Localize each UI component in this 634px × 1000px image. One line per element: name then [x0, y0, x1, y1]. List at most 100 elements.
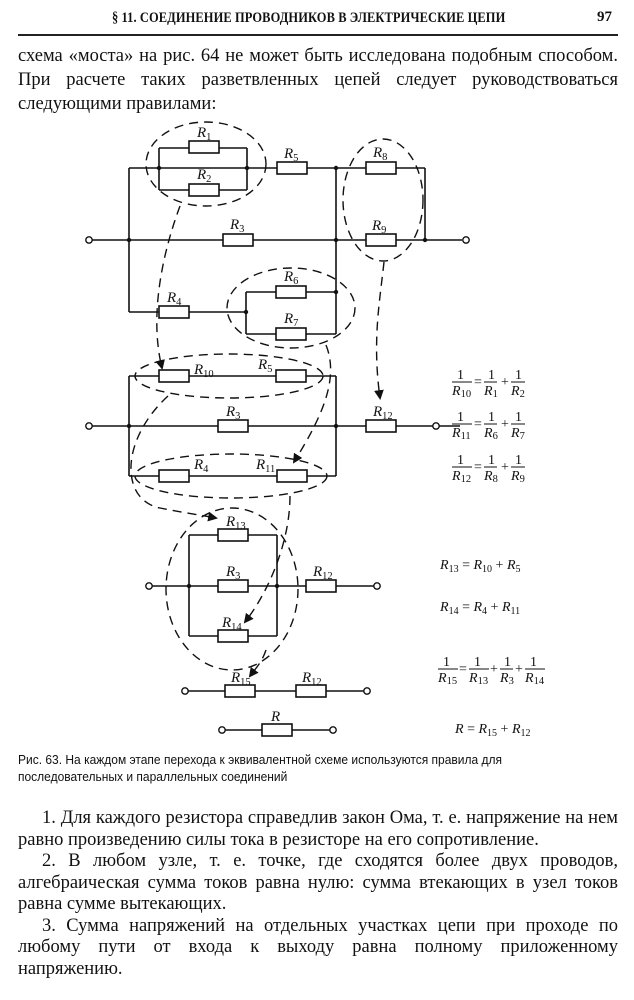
- chapter-title: § 11. СОЕДИНЕНИЕ ПРОВОДНИКОВ В ЭЛЕКТРИЧЕ…: [112, 10, 506, 26]
- svg-text:1: 1: [443, 655, 450, 670]
- arrow-r8r9-to-r12: [374, 261, 385, 400]
- svg-text:R9: R9: [510, 469, 525, 485]
- svg-text:R2: R2: [510, 384, 525, 400]
- input-terminal: [85, 236, 93, 244]
- svg-text:R15: R15: [437, 671, 457, 687]
- resistor-r12-stage4: [295, 684, 327, 698]
- intro-paragraph: схема «моста» на рис. 64 не может быть и…: [18, 44, 618, 116]
- label-r3-stage2: R3: [225, 404, 240, 422]
- svg-text:1: 1: [515, 410, 522, 425]
- svg-text:+: +: [490, 662, 498, 677]
- svg-text:1: 1: [504, 655, 511, 670]
- svg-text:R6: R6: [483, 426, 498, 442]
- resistor-r3-stage2: [217, 419, 249, 433]
- resistor-r6: [275, 285, 307, 299]
- label-r4-stage2: R4: [193, 457, 209, 475]
- label-r1: R1: [196, 125, 211, 143]
- label-r2: R2: [196, 167, 211, 185]
- svg-text:R14: R14: [524, 671, 545, 687]
- equation-r14: R14 = R4 + R11: [439, 600, 520, 617]
- label-r-total: R: [270, 709, 280, 725]
- resistor-r3-stage3: [217, 579, 249, 593]
- svg-text:1: 1: [530, 655, 537, 670]
- resistor-r2: [188, 183, 220, 197]
- stage-4-circuit: R15 R12: [181, 670, 371, 698]
- label-r6: R6: [283, 269, 298, 287]
- resistor-r4-stage2: [158, 469, 190, 483]
- svg-text:+: +: [501, 460, 509, 475]
- label-r9: R9: [371, 218, 386, 236]
- arrow-r1r2-to-r10: [155, 205, 181, 370]
- svg-text:1: 1: [488, 410, 495, 425]
- svg-text:1: 1: [457, 368, 464, 383]
- label-r8: R8: [372, 145, 387, 163]
- resistor-r3: [222, 233, 254, 247]
- svg-text:R12: R12: [451, 469, 471, 485]
- page-number: 97: [597, 9, 612, 25]
- label-r10: R10: [193, 362, 214, 380]
- svg-text:1: 1: [515, 453, 522, 468]
- svg-text:1: 1: [457, 453, 464, 468]
- label-r5: R5: [283, 146, 298, 164]
- equation-r13: R13 = R10 + R5: [439, 558, 521, 575]
- rule-item: 3. Сумма напряжений на отдельных участка…: [18, 915, 618, 979]
- group-r10-r5: [134, 353, 324, 399]
- svg-text:R10: R10: [451, 384, 471, 400]
- arrow-r6r7-to-r11: [292, 344, 332, 464]
- svg-text:R7: R7: [510, 426, 525, 442]
- svg-text:+: +: [501, 417, 509, 432]
- resistor-r9: [365, 233, 397, 247]
- svg-text:1: 1: [474, 655, 481, 670]
- svg-text:+: +: [515, 662, 523, 677]
- group-r4-r11: [134, 453, 328, 499]
- svg-text:R13: R13: [468, 671, 488, 687]
- svg-text:=: =: [474, 417, 482, 432]
- label-r5-stage2: R5: [257, 357, 272, 375]
- rule-item: 2. В любом узле, т. е. точке, где сходят…: [18, 851, 618, 914]
- resistor-r8: [365, 161, 397, 175]
- label-r3: R3: [229, 217, 244, 235]
- group-r1-r2: [145, 121, 267, 207]
- resistor-r14: [217, 629, 249, 643]
- rule-item: 1. Для каждого резистора справедлив зако…: [18, 808, 618, 850]
- svg-text:R8: R8: [483, 469, 498, 485]
- svg-text:=: =: [474, 375, 482, 390]
- label-r12-stage3: R12: [312, 564, 333, 582]
- resistor-r7: [275, 327, 307, 341]
- equation-r-total: R = R15 + R12: [454, 722, 531, 739]
- circuit-figure: R1 R2 R5 R8 R3 R9 R4 R6 R7 R10 R5: [85, 121, 545, 739]
- arrow-parallel-to-r15: [248, 649, 267, 678]
- resistor-r12: [365, 419, 397, 433]
- svg-text:1: 1: [515, 368, 522, 383]
- running-header: § 11. СОЕДИНЕНИЕ ПРОВОДНИКОВ В ЭЛЕКТРИЧЕ…: [18, 6, 618, 32]
- resistor-r5: [276, 161, 308, 175]
- resistor-r5-stage2: [275, 369, 307, 383]
- label-r12: R12: [372, 404, 393, 422]
- svg-text:=: =: [459, 662, 467, 677]
- rules-list: 1. Для каждого резистора справедлив зако…: [18, 808, 618, 980]
- figure-caption: Рис. 63. На каждом этапе перехода к экви…: [18, 753, 502, 784]
- resistor-r1: [188, 140, 220, 154]
- label-r13: R13: [225, 514, 246, 532]
- svg-text:1: 1: [488, 368, 495, 383]
- group-r6-r7: [226, 267, 356, 349]
- svg-text:R11: R11: [451, 426, 471, 442]
- label-r14: R14: [221, 615, 242, 633]
- resistor-r13: [217, 528, 249, 542]
- resistor-r10: [158, 369, 190, 383]
- svg-text:R3: R3: [499, 671, 514, 687]
- resistor-r4: [158, 305, 190, 319]
- arrow-r4r11-to-r14: [243, 495, 291, 624]
- header-rule: [18, 34, 618, 36]
- stage-2-circuit: R10 R5 R3 R12 R4 R11: [85, 353, 460, 499]
- label-r12-stage4: R12: [301, 670, 322, 688]
- resistor-r12-stage3: [305, 579, 337, 593]
- svg-text:+: +: [501, 375, 509, 390]
- svg-text:1: 1: [457, 410, 464, 425]
- stage-5-circuit: R: [218, 709, 337, 737]
